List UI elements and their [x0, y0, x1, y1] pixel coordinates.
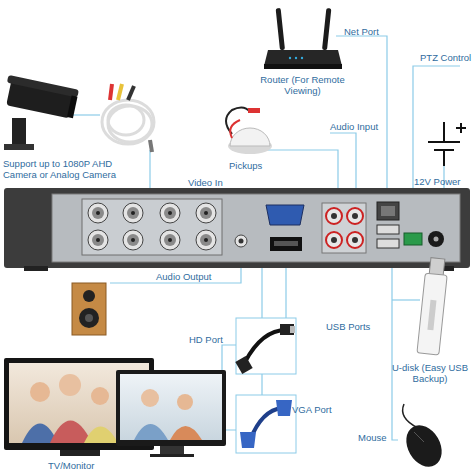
port-label: USB Ports: [326, 321, 386, 332]
port-label: 12V Power: [414, 176, 472, 187]
port-label: Video In: [188, 177, 238, 188]
port-label: Audio Output: [156, 271, 226, 282]
router: [264, 8, 342, 69]
device-label: Support up to 1080P AHD Camera or Analog…: [3, 158, 129, 180]
device-label: U-disk (Easy USB Backup): [388, 362, 472, 384]
port-label: Audio Input: [330, 121, 390, 132]
video-cable: [102, 84, 154, 152]
port-label: HD Port: [189, 334, 234, 345]
device-label: Router (For Remote Viewing): [255, 74, 350, 96]
power-symbol: [428, 122, 466, 166]
vga-cable: [236, 395, 296, 453]
port-label: VGA Port: [292, 404, 352, 415]
port-label: Net Port: [344, 26, 404, 37]
bnc-ports: [88, 203, 216, 250]
dvr-recorder: [4, 188, 470, 271]
device-label: Pickups: [229, 160, 279, 171]
pickup-microphone: [226, 107, 272, 154]
bullet-camera: ​: [2, 75, 79, 150]
device-label: Mouse: [358, 432, 398, 443]
device-label: TV/Monitor: [48, 460, 118, 471]
port-label: PTZ Control: [420, 52, 474, 63]
monitors: [4, 358, 226, 457]
usb-flash-drive: [417, 257, 449, 355]
hdmi-cable: [235, 318, 296, 374]
speaker: [72, 283, 106, 335]
mouse: [399, 404, 449, 473]
svg-text:​: ​: [17, 94, 18, 100]
